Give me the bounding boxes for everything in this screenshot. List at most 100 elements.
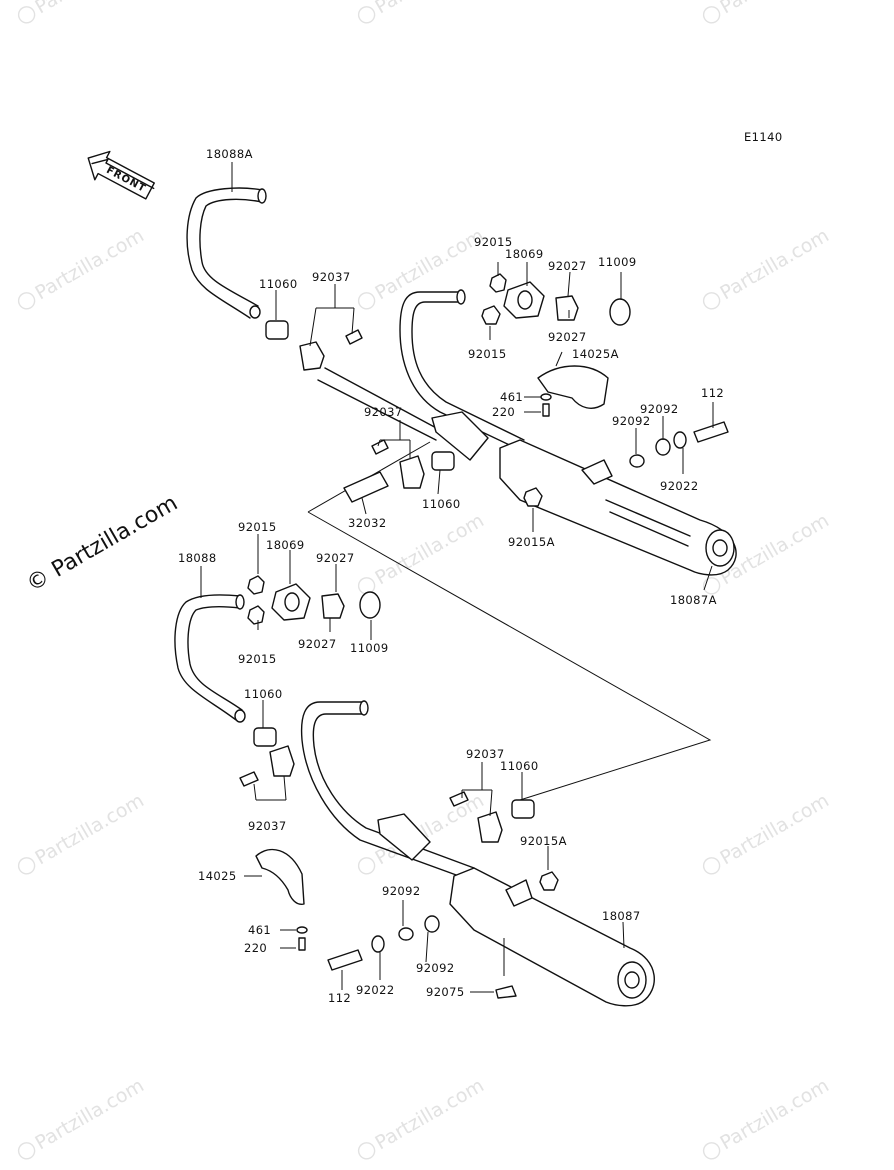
label-461-b: 461 [248,923,271,937]
label-92027-a: 92027 [548,259,587,273]
collar-92092-d [424,915,440,933]
label-92037-c: 92037 [248,819,287,833]
watermark: Partzilla.com [32,224,148,304]
label-11060-b: 11060 [422,497,461,511]
bolt-92037-d [449,791,469,807]
nut-92015-d [247,605,265,625]
label-112-b: 112 [328,991,351,1005]
muffler-18087 [449,867,655,1007]
washer-92022-b [371,935,385,953]
part-number-labels: 18088A 11060 92037 92015 18069 92027 110… [178,147,724,1005]
label-92015-d: 92015 [238,652,277,666]
label-92022-b: 92022 [356,983,395,997]
watermark: Partzilla.com [372,509,488,589]
nut-92015-b [481,305,501,325]
gasket-11060-c [253,727,277,747]
gasket-11009-b [359,591,381,619]
pipe-joint-lower [377,813,431,861]
clamp-92037-d [477,811,503,843]
label-11060-a: 11060 [259,277,298,291]
nut-92015-c [247,575,265,595]
gasket-11060-d [511,799,535,819]
label-92075: 92075 [426,985,465,999]
label-18088: 18088 [178,551,217,565]
side-watermark: © Partzilla.com [23,491,183,598]
front-arrow-icon: FRONT [87,150,155,200]
upper-leaders [231,162,714,591]
collar-92027-a [555,295,579,321]
label-92092-b: 92092 [612,414,651,428]
washer-461-a [540,393,552,401]
label-461-a: 461 [500,390,523,404]
gasket-11009-a [609,298,631,326]
label-220-a: 220 [492,405,515,419]
label-92037-b: 92037 [364,405,403,419]
watermark: Partzilla.com [32,0,148,18]
clamp-92037-b [399,455,425,489]
clamp-92037-c [269,745,295,777]
label-92022-a: 92022 [660,479,699,493]
watermark: Partzilla.com [717,224,833,304]
label-92092-d: 92092 [416,961,455,975]
exhaust-pipe-18088a [186,187,267,319]
label-92092-a: 92092 [640,402,679,416]
nut-92015-a [489,273,507,293]
watermark: Partzilla.com [372,0,488,18]
nut-92015a-b [539,871,559,891]
bolt-92037-b [371,439,389,455]
label-112-a: 112 [701,386,724,400]
collar-92027-c [321,593,345,619]
label-14025: 14025 [198,869,237,883]
label-92027-d: 92027 [298,637,337,651]
label-92015-a: 92015 [474,235,513,249]
label-92015a-b: 92015A [520,834,567,848]
screw-220-a [542,403,550,417]
exhaust-pipe-18088 [174,594,246,723]
nut-92015a-a [523,487,543,507]
heat-shield-14025 [255,848,305,905]
screw-220-b [298,937,306,951]
bolt-112-a [693,421,729,443]
label-18069-a: 18069 [505,247,544,261]
label-92027-c: 92027 [316,551,355,565]
diagram-code: E1140 [744,130,783,144]
washer-92022-a [673,431,687,449]
assembly-divider-line [307,441,712,801]
label-92037-a: 92037 [312,270,351,284]
label-18088a: 18088A [206,147,253,161]
washer-461-b [296,926,308,934]
label-92037-d: 92037 [466,747,505,761]
label-92015a-a: 92015A [508,535,555,549]
label-11060-c: 11060 [244,687,283,701]
watermark: Partzilla.com [32,1074,148,1154]
gasket-11060-a [265,320,289,340]
label-220-b: 220 [244,941,267,955]
grommet-92092-c [398,927,414,941]
label-18087a: 18087A [670,593,717,607]
label-92027-b: 92027 [548,330,587,344]
exhaust-pipe-inner [399,289,525,451]
watermark: Partzilla.com [32,789,148,869]
joint-32032 [343,471,389,503]
watermark: Partzilla.com [717,1074,833,1154]
label-11009-b: 11009 [350,641,389,655]
bolt-112-b [327,949,363,971]
heat-shield-14025a [537,365,609,409]
bolt-92037-c [239,771,259,787]
watermark: Partzilla.com [717,789,833,869]
watermark: Partzilla.com [717,0,833,18]
label-18087: 18087 [602,909,641,923]
bolt-92037-a [345,329,363,345]
label-11060-d: 11060 [500,759,539,773]
collar-92092-a [655,438,671,456]
lower-leaders [200,534,625,993]
label-18069-b: 18069 [266,538,305,552]
label-92015-b: 92015 [468,347,507,361]
label-11009-a: 11009 [598,255,637,269]
upper-assembly [186,162,737,591]
cap-92075 [495,985,517,999]
label-92092-c: 92092 [382,884,421,898]
label-92015-c: 92015 [238,520,277,534]
lower-assembly [174,534,655,1007]
